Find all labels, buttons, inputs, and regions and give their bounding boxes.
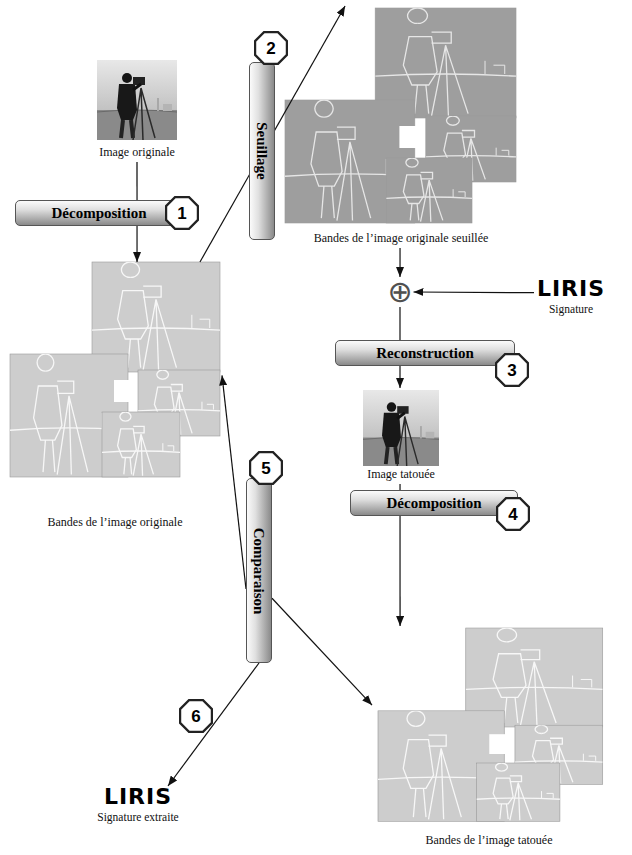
octagon-shape <box>496 354 528 386</box>
flow-arrow <box>222 375 246 589</box>
process-label: Décomposition <box>52 205 147 222</box>
octagon-shape <box>166 197 198 229</box>
octagon-shape <box>255 32 287 64</box>
process-bar-vertical: Seuillage <box>249 62 275 240</box>
step-octagon: 6 <box>179 699 213 733</box>
callout-number: 1 <box>177 205 186 222</box>
image-panel: Image tatouée <box>356 388 446 484</box>
process-bar: Décomposition <box>15 200 183 226</box>
step-octagon: 4 <box>496 497 530 531</box>
process-label: Seuillage <box>254 122 271 180</box>
image-panel: Bandes de l’image tatouée <box>372 626 606 850</box>
step-octagon: 5 <box>249 451 283 485</box>
flow-arrow <box>272 598 372 705</box>
octagon-shape <box>180 700 212 732</box>
signature-caption: Signature <box>549 303 593 317</box>
flow-arrow <box>168 663 259 786</box>
callout-number: 4 <box>508 506 517 523</box>
thresholded-subbands <box>285 8 516 223</box>
connector-group <box>137 6 534 786</box>
flow-arrow <box>414 291 535 293</box>
step-octagon: 2 <box>254 31 288 65</box>
process-label: Comparaison <box>251 527 268 614</box>
sum-symbol: ⊕ <box>387 277 412 307</box>
process-label: Décomposition <box>387 495 482 512</box>
image-panel: Bandes de l’image originale seuillée <box>282 6 520 248</box>
flow-arrow <box>399 248 400 277</box>
signature-caption: Signature extraite <box>97 811 178 825</box>
image-caption: Bandes de l’image tatouée <box>426 834 553 848</box>
octagon-shape <box>497 498 529 530</box>
signature-logo: LIRIS <box>537 278 605 300</box>
image-caption: Bandes de l’image originale seuillée <box>314 232 489 246</box>
process-bar: Décomposition <box>350 490 518 516</box>
sum-node: ⊕ <box>387 277 414 307</box>
step-octagon: 3 <box>495 353 529 387</box>
callout-number: 3 <box>507 362 516 379</box>
watermarked-photo <box>363 390 439 466</box>
flow-arrow <box>200 6 345 262</box>
callout-number: 6 <box>191 708 200 725</box>
process-label: Reconstruction <box>376 345 474 362</box>
signature-block: LIRIS Signature <box>534 278 608 324</box>
process-bar: Reconstruction <box>335 340 515 366</box>
image-caption: Bandes de l’image originale <box>48 516 183 530</box>
original-photo <box>97 60 177 140</box>
process-bar-vertical: Comparaison <box>246 478 272 663</box>
image-caption: Image tatouée <box>367 468 435 482</box>
signature-logo: LIRIS <box>104 786 172 808</box>
image-caption: Image originale <box>99 146 175 160</box>
step-octagon: 1 <box>165 196 199 230</box>
octagon-shape <box>250 452 282 484</box>
original-subbands <box>10 262 220 477</box>
signature-block: LIRIS Signature extraite <box>88 786 188 840</box>
image-panel: Image originale <box>92 58 182 162</box>
callout-number: 2 <box>266 40 275 57</box>
callout-number: 5 <box>261 460 270 477</box>
watermarked-subbands <box>378 628 603 822</box>
image-panel: Bandes de l’image originale <box>8 262 222 532</box>
